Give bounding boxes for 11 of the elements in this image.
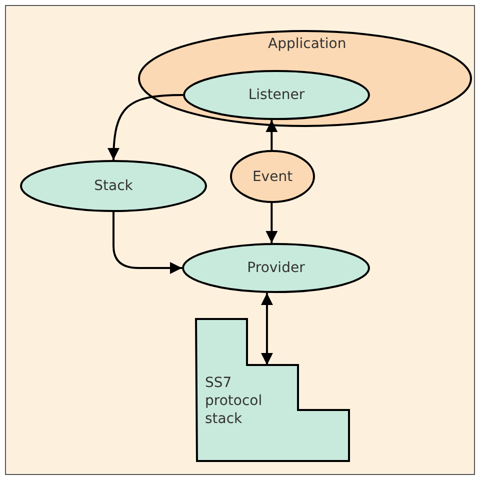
node-label: Stack: [94, 178, 133, 194]
arrow: [266, 120, 278, 150]
arrow: [112, 212, 182, 274]
node-label: Event: [252, 168, 293, 184]
arrow: [108, 94, 184, 160]
node-label: Application: [268, 36, 346, 52]
arrow: [266, 203, 278, 243]
arrow: [260, 293, 273, 365]
node-label: Provider: [247, 260, 305, 276]
node-label: Listener: [248, 87, 305, 103]
node-label: SS7 protocol stack: [205, 374, 264, 429]
